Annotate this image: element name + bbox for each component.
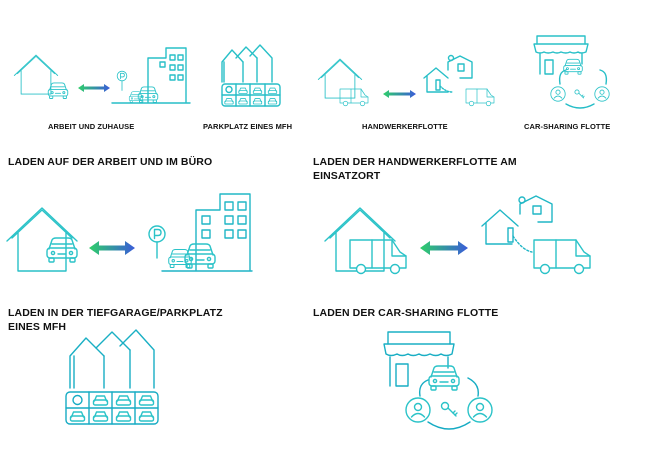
caption-car-sharing: CAR-SHARING FLOTTE xyxy=(524,122,611,131)
section-title-carsharing: LADEN DER CAR-SHARING FLOTTE xyxy=(313,307,498,321)
scene-craftsman-fleet-small xyxy=(317,54,495,107)
section-title-craftsman-line-2: EINSATZORT xyxy=(313,169,381,182)
user-icon xyxy=(594,86,610,102)
caption-work-home: ARBEIT UND ZUHAUSE xyxy=(48,122,135,131)
double-arrow-icon xyxy=(78,84,110,92)
scene-craftsman-fleet xyxy=(324,195,591,275)
shop-icon xyxy=(533,35,589,75)
section-title-craftsman: LADEN DER HANDWERKERFLOTTE AM EINSATZORT xyxy=(313,156,517,183)
scene-work-home-small xyxy=(13,47,191,104)
section-title-garage-line-1: LADEN IN DER TIEFGARAGE/PARKPLATZ xyxy=(8,307,223,319)
user-icon xyxy=(550,86,566,102)
user-icon xyxy=(405,397,431,423)
shop-icon xyxy=(383,331,455,387)
scene-car-sharing-small xyxy=(533,35,610,109)
scene-parking-mfh-small xyxy=(221,44,281,107)
car-icon xyxy=(46,237,78,263)
parking-sign-icon xyxy=(116,70,128,91)
van-icon xyxy=(465,88,495,107)
double-arrow-icon xyxy=(89,241,135,255)
van-icon xyxy=(533,239,591,275)
house-icon xyxy=(6,207,78,272)
van-icon xyxy=(339,88,369,107)
scene-work xyxy=(6,193,253,272)
section-title-work-line: LADEN AUF DER ARBEIT UND IM BÜRO xyxy=(8,156,213,168)
user-icon xyxy=(467,397,493,423)
car-icon xyxy=(168,248,192,269)
parking-sign-icon xyxy=(148,225,166,259)
car-icon xyxy=(563,58,583,75)
caption-craftsman-fleet: HANDWERKERFLOTTE xyxy=(362,122,448,131)
key-icon xyxy=(574,89,585,99)
van-icon xyxy=(349,239,407,275)
charging-station-icon xyxy=(507,227,514,243)
section-title-work: LADEN AUF DER ARBEIT UND IM BÜRO xyxy=(8,156,212,170)
caption-parking-mfh: PARKPLATZ EINES MFH xyxy=(203,122,293,131)
key-icon xyxy=(440,401,458,417)
double-arrow-icon xyxy=(420,241,468,255)
car-icon xyxy=(428,365,460,391)
office-building-icon xyxy=(195,193,251,271)
section-title-craftsman-line-1: LADEN DER HANDWERKERFLOTTE AM xyxy=(313,156,517,168)
section-title-garage-line-2: EINES MFH xyxy=(8,320,67,333)
scene-garage xyxy=(65,329,159,425)
apartment-houses-icon xyxy=(69,329,155,389)
double-arrow-icon xyxy=(383,90,416,98)
section-title-carsharing-line: LADEN DER CAR-SHARING FLOTTE xyxy=(313,307,499,319)
scene-car-sharing xyxy=(383,331,493,430)
office-building-icon xyxy=(147,47,187,103)
apartment-houses-icon xyxy=(221,44,273,83)
house-icon xyxy=(13,54,59,95)
charging-station-icon xyxy=(435,79,441,91)
section-title-garage: LADEN IN DER TIEFGARAGE/PARKPLATZ EINES … xyxy=(8,307,223,334)
